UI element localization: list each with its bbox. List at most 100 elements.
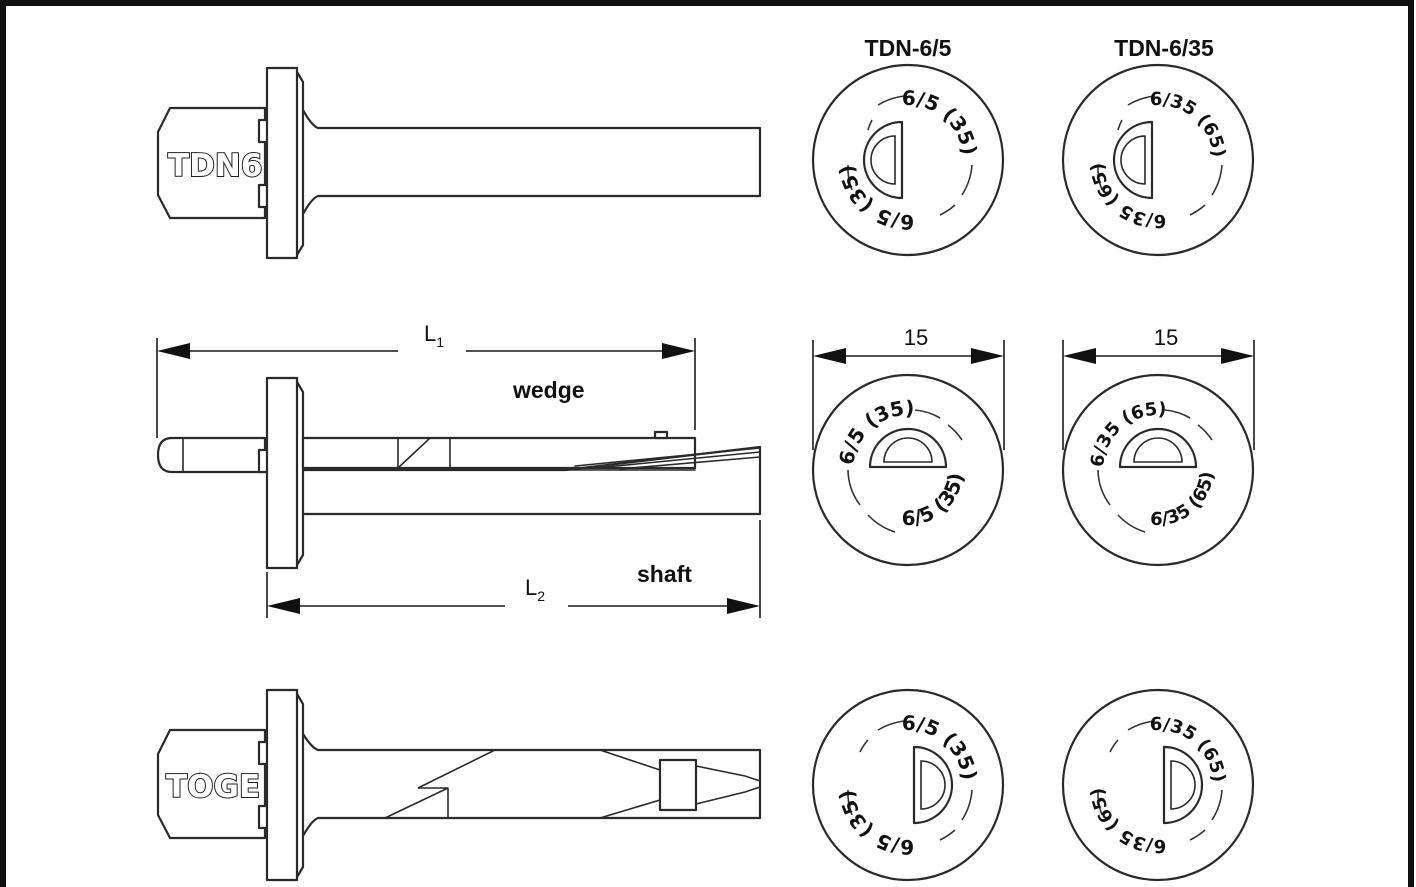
head-dash: [1211, 164, 1223, 196]
head-d-shape: [1112, 120, 1154, 200]
head-row2-col1: 6/5 (35) 6/5 (35): [811, 373, 1005, 567]
head-dash: [1109, 739, 1119, 753]
dim15-arrow-left: [813, 348, 846, 364]
shaft-label: shaft: [637, 561, 692, 587]
head-dash: [1189, 204, 1206, 216]
head-circle: [1061, 63, 1255, 257]
head-dash: [867, 119, 873, 131]
anchor-bottom-tip-label: TOGE: [166, 769, 260, 805]
head-lower-text: 6/5 (35): [902, 471, 968, 530]
head-dash: [961, 789, 973, 821]
l2-arrow-right: [727, 598, 760, 614]
anchor-bottom-view: TOGE: [156, 688, 762, 882]
head-dash: [914, 409, 941, 419]
anchor-bottom-tip: [156, 728, 267, 840]
anchor-bottom-cone-block: [658, 758, 698, 812]
head-dash: [1117, 514, 1146, 533]
head-d-inner: [1120, 135, 1146, 185]
head-circle: [811, 373, 1005, 567]
shaft-taper-line-2: [594, 451, 761, 469]
head-dash: [1164, 409, 1191, 419]
shaft-taper-line-3: [619, 456, 761, 470]
head-d-inner: [883, 437, 933, 463]
column-title-tdn-6-5: TDN-6/5: [865, 35, 952, 61]
dim15-label: 15: [1154, 325, 1178, 350]
anchor-bottom-split-line-4: [599, 799, 661, 819]
head-dash: [939, 829, 956, 841]
head-d-inner: [1133, 437, 1183, 463]
head-row1-col2: 6/35 (65) 6/35 (65): [1061, 63, 1255, 257]
dimension-l2: L2: [266, 520, 761, 618]
head-dash: [1117, 119, 1123, 131]
shaft-taper-line-1: [574, 447, 761, 467]
head-circle: [811, 688, 1005, 882]
head-lower-text: 6/5 (35): [834, 788, 914, 859]
wedge-diagonal: [397, 437, 431, 469]
head-d-inner: [920, 760, 946, 810]
head-dash: [961, 164, 973, 196]
l1-arrow-left: [157, 343, 190, 359]
head-d-shape: [1118, 427, 1198, 469]
shaft-bar: [301, 445, 762, 516]
dimension-15-col2: 15: [1062, 325, 1255, 450]
anchor-bottom-shaft: [301, 732, 762, 838]
head-d-shape: [912, 745, 954, 825]
head-upper-text: 6/35 (65): [1150, 89, 1229, 158]
anchor-bottom-flange: [265, 688, 299, 882]
head-row1-col1: 6/5 (35) 6/5 (35): [811, 63, 1005, 257]
anchor-middle-tip: [156, 436, 267, 474]
head-row3-col2: 6/35 (65) 6/35 (65): [1061, 688, 1255, 882]
anchor-bottom-cone-upper: [695, 765, 761, 782]
head-dash: [877, 95, 906, 106]
anchor-middle-flange: [265, 376, 299, 570]
head-lower-text: 6/35 (65): [1150, 470, 1218, 530]
head-row2-col2: 6/35 (65) 6/35 (65): [1061, 373, 1255, 567]
head-row3-col1: 6/5 (35) 6/5 (35): [811, 688, 1005, 882]
head-dash: [1127, 95, 1156, 106]
anchor-bottom-split-line-3: [599, 749, 661, 771]
head-d-inner: [1170, 760, 1196, 810]
anchor-top-tip-label: TDN6: [168, 148, 262, 184]
head-circle: [1061, 373, 1255, 567]
head-dash: [947, 424, 963, 441]
head-d-shape: [862, 120, 904, 200]
head-dash: [859, 739, 869, 753]
anchor-bottom-split-line-1: [384, 749, 496, 819]
wedge-stud: [653, 430, 669, 440]
anchor-bottom-cone-lower: [695, 786, 761, 805]
head-d-shape: [868, 427, 948, 469]
head-dash: [1097, 469, 1111, 506]
head-dash: [1127, 720, 1156, 731]
dimension-l1: L1: [156, 321, 696, 438]
head-lower-text: 6/35 (65): [1087, 787, 1166, 856]
head-dash: [847, 789, 853, 816]
head-circle: [1061, 688, 1255, 882]
head-d-shape: [1162, 745, 1204, 825]
dim15-arrow-right: [971, 348, 1004, 364]
head-dash: [1197, 424, 1213, 441]
head-dash: [1097, 164, 1103, 191]
anchor-top-flange-edge: [295, 70, 305, 257]
head-circle: [811, 63, 1005, 257]
l1-label: L1: [424, 321, 444, 350]
head-upper-text: 6/5 (35): [902, 86, 982, 157]
head-dash: [1211, 789, 1223, 821]
anchor-top-shaft: [301, 108, 762, 216]
anchor-top-view: TDN6: [156, 66, 762, 260]
head-dash: [1097, 789, 1103, 816]
anchor-middle-view: [156, 376, 762, 570]
anchor-top-flange: [265, 66, 299, 260]
head-dash: [877, 720, 906, 731]
dimension-15-col1: 15: [812, 325, 1005, 450]
head-dash: [847, 164, 853, 191]
l2-arrow-left: [267, 598, 300, 614]
anchor-middle-flange-edge: [295, 380, 305, 567]
head-dash: [867, 514, 896, 533]
dim15-label: 15: [904, 325, 928, 350]
head-d-inner: [870, 135, 896, 185]
anchor-top-tip: [156, 106, 267, 220]
head-dash: [847, 469, 861, 506]
anchor-bottom-flange-edge: [295, 692, 305, 879]
